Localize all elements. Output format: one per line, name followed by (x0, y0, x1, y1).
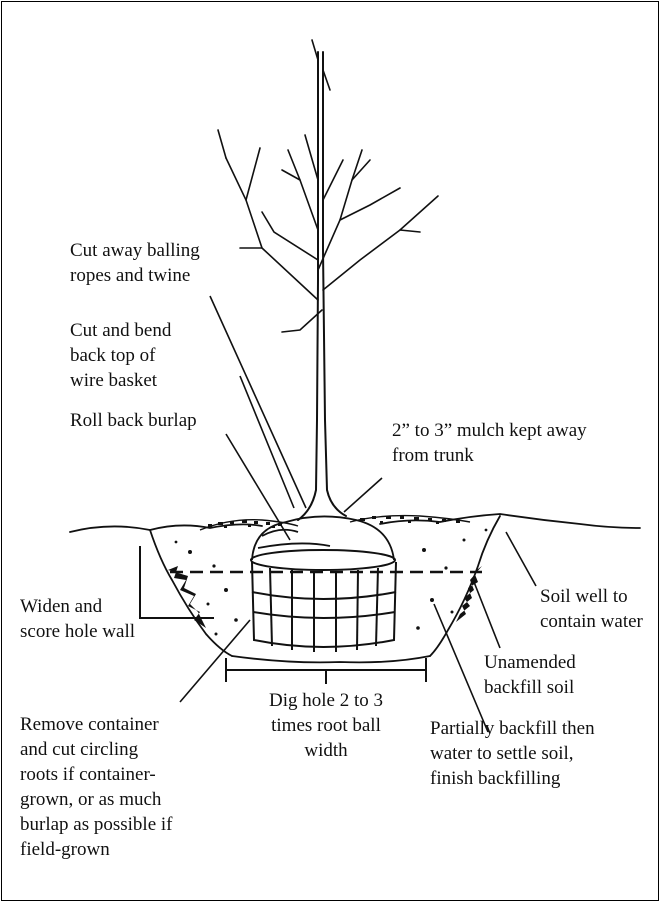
ground-line (70, 514, 640, 532)
label-unamended-soil: Unamended backfill soil (484, 650, 576, 700)
label-mulch: 2” to 3” mulch kept away from trunk (392, 418, 587, 468)
mulch-texture (208, 516, 460, 528)
leader-partial (434, 604, 488, 732)
label-dig-hole: Dig hole 2 to 3 times root ball width (240, 688, 412, 763)
label-remove-container: Remove container and cut circling roots … (20, 712, 173, 862)
label-widen-hole: Widen and score hole wall (20, 594, 135, 644)
label-partial-backfill: Partially backfill then water to settle … (430, 716, 595, 791)
label-soil-well: Soil well to contain water (540, 584, 643, 634)
label-roll-burlap: Roll back burlap (70, 408, 197, 433)
leader-unamended (474, 582, 500, 648)
label-cut-ropes: Cut away balling ropes and twine (70, 238, 200, 288)
leader-soil-well (506, 532, 536, 586)
leader-wire (240, 376, 294, 508)
leader-ropes (210, 296, 306, 508)
tree-branches (218, 40, 438, 332)
wire-basket (251, 550, 396, 652)
leader-mulch (344, 478, 382, 512)
tree-trunk (298, 52, 346, 520)
mulch (200, 516, 470, 530)
label-wire-basket: Cut and bend back top of wire basket (70, 318, 171, 393)
planting-hole (150, 516, 500, 662)
hole-wall-bracket (140, 546, 214, 618)
leader-lines (180, 296, 536, 732)
